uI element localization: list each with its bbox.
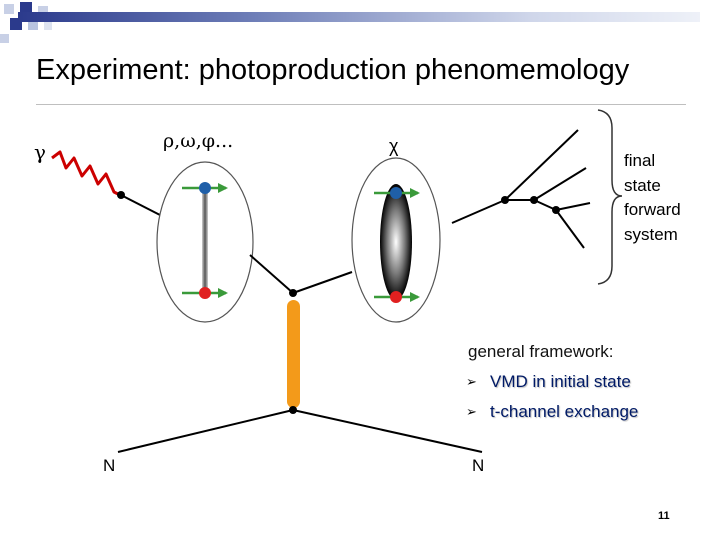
final-state-word: system: [624, 224, 678, 244]
decay-line: [533, 199, 557, 211]
deco-square: [0, 34, 9, 43]
framework-list: ➢ VMD in initial state ➢ t-channel exchang…: [466, 372, 638, 432]
header-bar: [18, 12, 700, 22]
propagator-line: [120, 194, 161, 216]
propagator-line: [292, 271, 353, 294]
deco-square: [44, 22, 52, 30]
deco-square: [38, 6, 48, 16]
decay-line: [533, 167, 587, 201]
title-divider: [36, 104, 686, 105]
deco-square: [20, 2, 32, 14]
chi-state: [380, 184, 412, 300]
vector-meson-bar: [202, 188, 208, 294]
decay-line: [555, 202, 591, 211]
nucleon-out-line: [292, 409, 483, 453]
decay-line: [504, 129, 579, 201]
final-state-label: final state forward system: [624, 149, 719, 247]
arrow-bullet-icon: ➢: [466, 374, 477, 389]
final-state-brace: [597, 109, 623, 285]
framework-heading: general framework:: [468, 342, 614, 361]
nucleon-in-line: [117, 409, 294, 453]
list-item: ➢ VMD in initial state: [466, 372, 638, 402]
vector-meson-oval: [156, 161, 254, 323]
vector-meson-label: ρ,ω,φ...: [163, 130, 234, 152]
photon-line: [51, 150, 121, 197]
propagator-line: [249, 254, 294, 294]
chi-oval: [351, 157, 441, 323]
final-state-word: final: [624, 151, 656, 170]
final-state-word: state: [624, 175, 661, 195]
quark-red: [199, 287, 211, 299]
framework-item: VMD in initial state: [490, 372, 631, 391]
pomeron-exchange: [287, 300, 300, 408]
decay-line: [555, 209, 585, 249]
quark-blue: [199, 182, 211, 194]
deco-square: [4, 4, 14, 14]
propagator-line: [451, 199, 506, 224]
slide-title: Experiment: photoproduction phenomemolog…: [36, 54, 630, 86]
framework-item: t-channel exchange: [490, 402, 639, 421]
quark-red: [390, 291, 402, 303]
page-number: 11: [658, 510, 670, 522]
arrow-bullet-icon: ➢: [466, 404, 477, 419]
photon-label: γ: [34, 140, 46, 164]
chi-label: χ: [389, 136, 399, 156]
list-item: ➢ t-channel exchange: [466, 402, 638, 432]
deco-square: [28, 20, 38, 30]
nucleon-out-label: N: [472, 456, 485, 475]
quark-blue: [390, 187, 402, 199]
nucleon-in-label: N: [103, 456, 116, 475]
final-state-word: forward: [624, 200, 681, 219]
